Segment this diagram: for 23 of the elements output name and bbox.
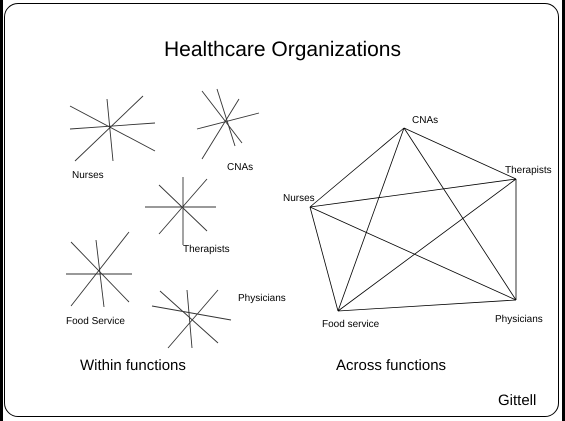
connector-line	[310, 128, 404, 208]
connector-line	[338, 178, 516, 312]
connector-line	[404, 128, 516, 180]
role-label: Food Service	[66, 316, 125, 327]
title: Healthcare Organizations	[163, 38, 402, 62]
connector-line	[310, 206, 338, 312]
role-label: Therapists	[183, 244, 230, 255]
connector-line	[338, 300, 516, 312]
connector-line	[404, 128, 516, 300]
role-label: Physicians	[238, 293, 286, 304]
connector-line	[310, 178, 516, 208]
role-label: Nurses	[282, 192, 318, 207]
role-label: Food service	[322, 311, 388, 332]
connector-line	[310, 206, 516, 300]
author-credit: Gittell	[498, 392, 536, 409]
role-label: CNAs	[227, 162, 254, 173]
role-label: Physicians	[495, 300, 550, 328]
role-label: Therapists	[504, 165, 555, 179]
role-label: CNAs	[404, 115, 442, 128]
connector-line	[338, 128, 404, 312]
role-label: Nurses	[72, 170, 104, 181]
section-caption: Across functions	[336, 357, 446, 374]
section-caption: Within functions	[80, 357, 186, 374]
